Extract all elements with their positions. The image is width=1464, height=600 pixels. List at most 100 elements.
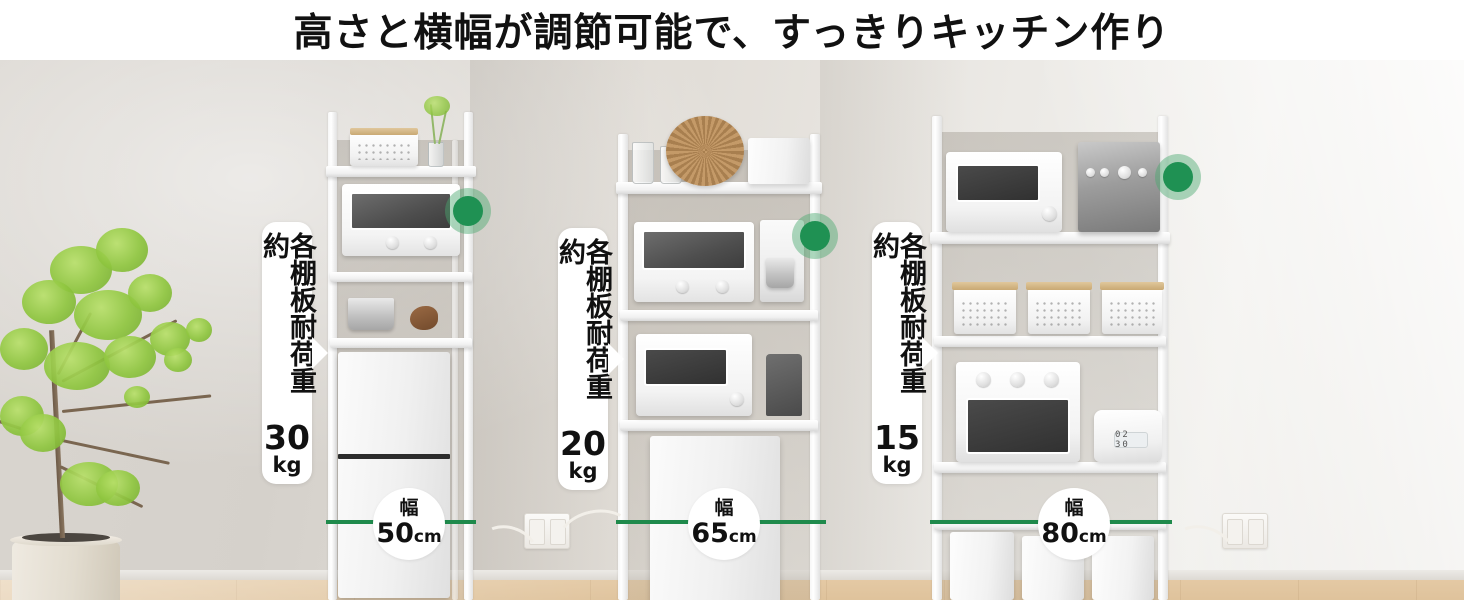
toaster-oven-door: [642, 230, 746, 270]
feature-dot-rack-80[interactable]: [1155, 154, 1201, 200]
load-callout-unit: kg: [882, 453, 912, 477]
toaster-knob: [676, 280, 689, 293]
basket-lid: [1026, 282, 1092, 290]
outlet-socket: [550, 519, 566, 545]
width-badge-number: 50: [376, 518, 414, 550]
duck-ornament: [410, 306, 438, 330]
rack-post-right: [1158, 116, 1168, 600]
load-callout-text: 各棚板耐荷重約: [258, 232, 316, 394]
load-callout-rack-50: 各棚板耐荷重約 30 kg: [258, 222, 316, 484]
basket-lid: [952, 282, 1018, 290]
oven-knob: [1044, 372, 1059, 387]
rack-top-shelf: [930, 232, 1170, 244]
espresso-gauge: [1118, 166, 1131, 179]
width-badge-label: 幅: [399, 497, 419, 520]
width-badge-number: 65: [691, 518, 729, 550]
tree-foliage: [186, 318, 212, 342]
tree-foliage: [20, 414, 66, 452]
outlet-socket: [529, 519, 545, 545]
basket-perforations: [960, 300, 1010, 328]
wall-outlet: [1222, 513, 1268, 549]
basket-perforations: [1108, 300, 1156, 328]
width-badge-value: 80cm: [1041, 520, 1106, 548]
width-badge-unit: cm: [1078, 527, 1107, 548]
rack-shelf-3: [620, 420, 818, 431]
trash-bin: [950, 532, 1014, 600]
feature-dot-core: [800, 221, 830, 251]
width-badge-label: 幅: [714, 497, 734, 520]
glass-jar: [632, 142, 654, 184]
sprig-leaves: [424, 96, 450, 116]
plant-soil: [22, 533, 110, 542]
potted-tree: [0, 218, 260, 600]
load-callout-tail: [922, 337, 938, 369]
tree-foliage: [164, 348, 192, 372]
load-callout-value: 20: [560, 424, 606, 463]
rack-post-inner: [452, 140, 458, 600]
load-callout-text: 各棚板耐荷重約: [554, 238, 612, 400]
width-badge-unit: cm: [413, 527, 442, 548]
load-callout-value: 30: [264, 418, 310, 457]
glass-vase: [428, 142, 444, 167]
espresso-knob: [1100, 168, 1109, 177]
oven-knob: [976, 372, 991, 387]
basket-perforations: [1034, 300, 1084, 328]
basket-lid: [1100, 282, 1164, 290]
title-band: 高さと横幅が調節可能で、すっきりキッチン作り: [0, 0, 1464, 60]
rice-cooker-display: 02 30: [1114, 430, 1148, 450]
electric-kettle: [766, 354, 802, 416]
storage-basket-lid: [350, 128, 418, 135]
width-badge-label: 幅: [1064, 497, 1084, 520]
rack-post-left: [328, 112, 337, 600]
microwave-window: [644, 348, 728, 386]
rack-top-shelf: [616, 182, 822, 194]
coffee-carafe: [766, 258, 794, 288]
white-bin: [748, 138, 810, 184]
plant-pot: [12, 542, 120, 600]
espresso-knob: [1138, 168, 1147, 177]
page-title: 高さと横幅が調節可能で、すっきりキッチン作り: [293, 11, 1171, 56]
toaster-knob: [424, 236, 437, 249]
rack-width-65: [616, 110, 824, 600]
wall-outlet: [524, 513, 570, 549]
rack-width-50: [326, 80, 478, 600]
rack-shelf-2: [330, 272, 472, 282]
outlet-socket: [1248, 519, 1264, 545]
rattan-tray: [666, 116, 744, 186]
refrigerator-door-divider: [338, 454, 450, 459]
width-badge-80: 幅 80cm: [1038, 488, 1110, 560]
outlet-socket: [1227, 519, 1243, 545]
espresso-machine: [1078, 142, 1160, 232]
oven-knob: [1010, 372, 1025, 387]
load-callout-rack-80: 各棚板耐荷重約 15 kg: [868, 222, 926, 484]
trash-bin: [1092, 536, 1154, 600]
tree-branch: [61, 439, 170, 465]
toaster-knob: [386, 236, 399, 249]
width-badge-65: 幅 65cm: [688, 488, 760, 560]
feature-dot-rack-65[interactable]: [792, 213, 838, 259]
tree-foliage: [128, 274, 172, 312]
product-scene-photo: 02 30: [0, 58, 1464, 600]
toaster-oven-door: [350, 192, 452, 230]
width-badge-50: 幅 50cm: [373, 488, 445, 560]
rack-shelf-2: [620, 310, 818, 321]
rack-shelf-3: [934, 462, 1166, 473]
tree-foliage: [96, 470, 140, 506]
load-callout-text: 各棚板耐荷重約: [868, 232, 926, 394]
load-callout-unit: kg: [568, 459, 598, 483]
toaster-knob: [716, 280, 729, 293]
tree-foliage: [104, 336, 156, 378]
rack-post-right: [810, 134, 820, 600]
load-callout-tail: [608, 343, 624, 375]
load-callout-tail: [312, 337, 328, 369]
oven-window: [966, 398, 1070, 454]
width-badge-value: 50cm: [376, 520, 441, 548]
rack-post-right: [464, 112, 473, 600]
tree-foliage: [44, 342, 110, 390]
load-callout-unit: kg: [272, 453, 302, 477]
feature-dot-rack-50[interactable]: [445, 188, 491, 234]
width-badge-value: 65cm: [691, 520, 756, 548]
width-badge-number: 80: [1041, 518, 1079, 550]
tree-foliage: [0, 328, 48, 370]
width-badge-unit: cm: [728, 527, 757, 548]
